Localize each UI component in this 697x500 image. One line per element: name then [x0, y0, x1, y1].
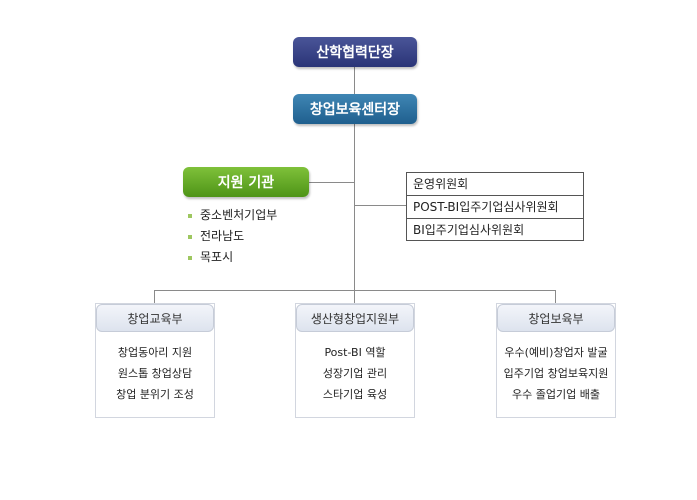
list-item: 창업동아리 지원 — [117, 346, 193, 359]
list-item: 스타기업 육성 — [322, 388, 388, 401]
connector-top-center — [354, 67, 355, 94]
list-item: 우수 졸업기업 배출 — [512, 388, 600, 401]
committee-item: 운영위원회 — [407, 173, 583, 196]
committee-item: BI입주기업심사위원회 — [413, 223, 525, 237]
bullet-icon — [188, 255, 192, 260]
department-education: 창업교육부 창업동아리 지원 원스톱 창업상담 창업 분위기 조성 — [95, 303, 215, 418]
list-item: Post-BI 역할 — [324, 346, 386, 359]
bullet-icon — [188, 213, 192, 218]
committee-item: POST-BI입주기업심사위원회 — [407, 196, 583, 219]
department-items: Post-BI 역할 성장기업 관리 스타기업 육성 — [296, 342, 414, 405]
list-item: 성장기업 관리 — [322, 367, 388, 380]
department-items: 창업동아리 지원 원스톱 창업상담 창업 분위기 조성 — [96, 342, 214, 405]
department-title: 창업교육부 — [96, 304, 214, 332]
list-item: 원스톱 창업상담 — [117, 367, 193, 380]
list-item: 목포시 — [188, 247, 277, 268]
department-production-support: 생산형창업지원부 Post-BI 역할 성장기업 관리 스타기업 육성 — [295, 303, 415, 418]
department-incubation: 창업보육부 우수(예비)창업자 발굴 입주기업 창업보육지원 우수 졸업기업 배… — [496, 303, 616, 418]
list-item: 입주기업 창업보육지원 — [503, 367, 609, 380]
connector-dept-2 — [354, 290, 355, 303]
department-items: 우수(예비)창업자 발굴 입주기업 창업보육지원 우수 졸업기업 배출 — [497, 342, 615, 405]
center-director-node: 창업보육센터장 — [293, 94, 417, 124]
connector-committee — [354, 205, 406, 206]
director-node: 산학협력단장 — [293, 37, 417, 67]
list-item: 우수(예비)창업자 발굴 — [504, 346, 608, 359]
connector-dept-1 — [154, 290, 155, 303]
list-item: 전라남도 — [188, 226, 277, 247]
connector-main-trunk — [354, 124, 355, 290]
connector-support — [309, 182, 354, 183]
connector-dept-3 — [555, 290, 556, 303]
committee-box: 운영위원회 POST-BI입주기업심사위원회 BI입주기업심사위원회 — [406, 172, 584, 241]
bullet-icon — [188, 234, 192, 239]
support-agency-list: 중소벤처기업부 전라남도 목포시 — [188, 205, 277, 268]
department-title: 창업보육부 — [497, 304, 615, 332]
list-item: 창업 분위기 조성 — [116, 388, 194, 401]
department-title: 생산형창업지원부 — [296, 304, 414, 332]
list-item: 중소벤처기업부 — [188, 205, 277, 226]
support-agency-node: 지원 기관 — [183, 167, 309, 197]
